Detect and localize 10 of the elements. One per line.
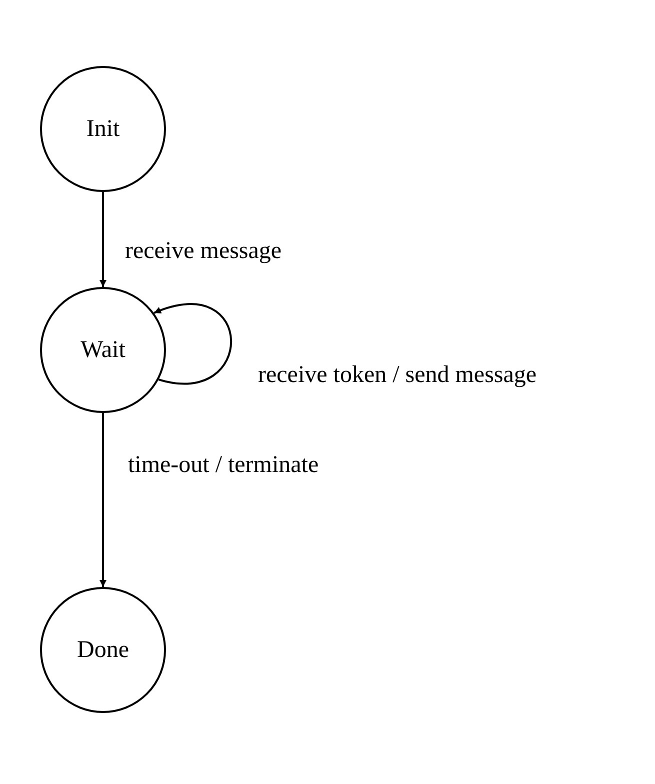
state-circle [40,66,166,192]
edge-label: receive token / send message [258,362,537,388]
self-loop-arrow [154,303,232,385]
state-circle [40,587,166,713]
transition-arrow [100,192,106,287]
state-name: Done [77,636,129,664]
state-name: Wait [80,336,126,364]
state-circle [40,287,166,413]
state-name: Init [86,116,120,142]
transition-arrow [100,413,106,587]
